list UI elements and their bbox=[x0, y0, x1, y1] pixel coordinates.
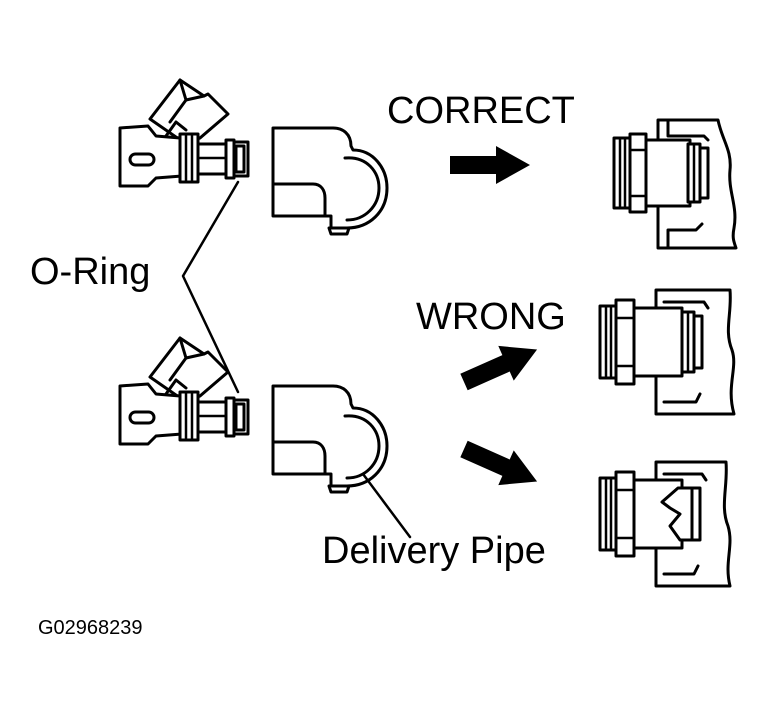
delivery-pipe-label: Delivery Pipe bbox=[322, 530, 546, 572]
delivery-pipe-leader-line bbox=[361, 472, 412, 539]
fuel-injector-icon bbox=[118, 336, 250, 446]
wrong-installation-view-2 bbox=[598, 460, 732, 588]
o-ring-label: O-Ring bbox=[30, 251, 150, 293]
correct-label: CORRECT bbox=[387, 90, 575, 132]
wrong-installation-view-1 bbox=[598, 288, 736, 416]
o-ring-leader-line bbox=[181, 180, 240, 394]
fuel-injector-icon bbox=[118, 78, 250, 188]
wrong-label: WRONG bbox=[416, 296, 566, 338]
arrow-right-icon bbox=[456, 431, 545, 499]
delivery-pipe-icon bbox=[271, 384, 389, 494]
correct-installation-view bbox=[612, 118, 738, 250]
figure-id: G02968239 bbox=[38, 617, 143, 639]
arrow-right-icon bbox=[456, 332, 545, 400]
arrow-right-icon bbox=[450, 146, 530, 184]
delivery-pipe-icon bbox=[271, 126, 389, 236]
